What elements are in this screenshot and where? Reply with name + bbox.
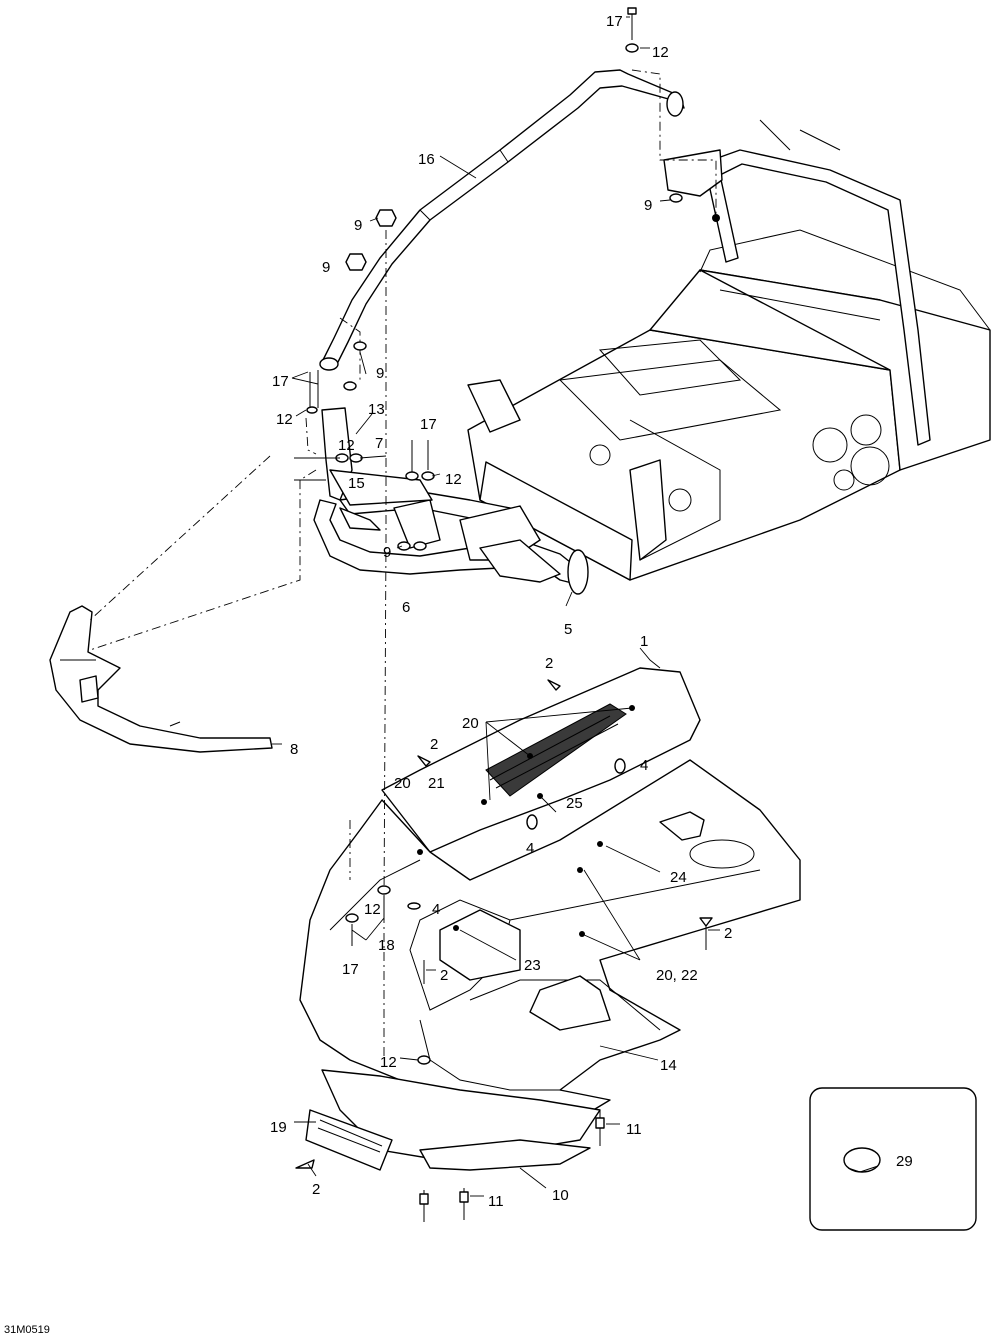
callout-c17a: 17 — [606, 13, 623, 30]
callout-c12c: 12 — [338, 437, 355, 454]
callout-c29: 29 — [896, 1153, 913, 1170]
callout-c9c: 9 — [322, 259, 330, 276]
bracket-13-15 — [321, 407, 433, 531]
callout-c4a: 4 — [640, 757, 648, 774]
leader-lines — [272, 16, 881, 1197]
callout-c10: 10 — [552, 1187, 569, 1204]
callout-c5: 5 — [564, 621, 572, 638]
callout-c25: 25 — [566, 795, 583, 812]
callout-c17d: 17 — [342, 961, 359, 978]
callout-c20b: 20 — [394, 775, 411, 792]
callout-c17c: 17 — [420, 416, 437, 433]
callout-c9e: 9 — [383, 544, 391, 561]
callout-c14: 14 — [660, 1057, 677, 1074]
bottom-pan-1 — [299, 667, 801, 1171]
callout-c2c: 2 — [724, 925, 732, 942]
front-bumper-8 — [49, 605, 273, 753]
callout-c19: 19 — [270, 1119, 287, 1136]
callout-c9b: 9 — [644, 197, 652, 214]
callout-c4b: 4 — [526, 840, 534, 857]
callout-c4c: 4 — [432, 901, 440, 918]
upper-bracket — [663, 149, 723, 222]
callout-c12f: 12 — [380, 1054, 397, 1071]
callout-c9a: 9 — [354, 217, 362, 234]
tube-16 — [319, 69, 685, 371]
fasteners — [295, 7, 713, 1222]
callout-c17b: 17 — [272, 373, 289, 390]
callout-c15: 15 — [348, 475, 365, 492]
callout-c2d: 2 — [440, 967, 448, 984]
callout-c2022: 20, 22 — [656, 967, 698, 984]
chassis-frame — [467, 119, 991, 581]
callout-c2e: 2 — [312, 1181, 320, 1198]
callout-c12e: 12 — [364, 901, 381, 918]
inset-box — [809, 1087, 977, 1231]
callout-c11a: 11 — [626, 1121, 642, 1138]
drawing-code: 31M0519 — [4, 1324, 50, 1336]
callout-c11b: 11 — [488, 1193, 504, 1210]
callout-c8: 8 — [290, 741, 298, 758]
callout-c6: 6 — [402, 599, 410, 616]
callout-c20a: 20 — [462, 715, 479, 732]
center-lines — [89, 69, 717, 1060]
callout-c7: 7 — [375, 435, 383, 452]
callout-c21: 21 — [428, 775, 445, 792]
callout-c18: 18 — [378, 937, 395, 954]
callout-c16: 16 — [418, 151, 435, 168]
callout-c9d: 9 — [376, 365, 384, 382]
callout-c23: 23 — [524, 957, 541, 974]
callout-c2b: 2 — [430, 736, 438, 753]
callout-c12b: 12 — [276, 411, 293, 428]
callout-c12a: 12 — [652, 44, 669, 61]
callout-c1: 1 — [640, 633, 648, 650]
callout-c12d: 12 — [445, 471, 462, 488]
callout-c24: 24 — [670, 869, 687, 886]
callout-c13: 13 — [368, 401, 385, 418]
callout-c2a: 2 — [545, 655, 553, 672]
